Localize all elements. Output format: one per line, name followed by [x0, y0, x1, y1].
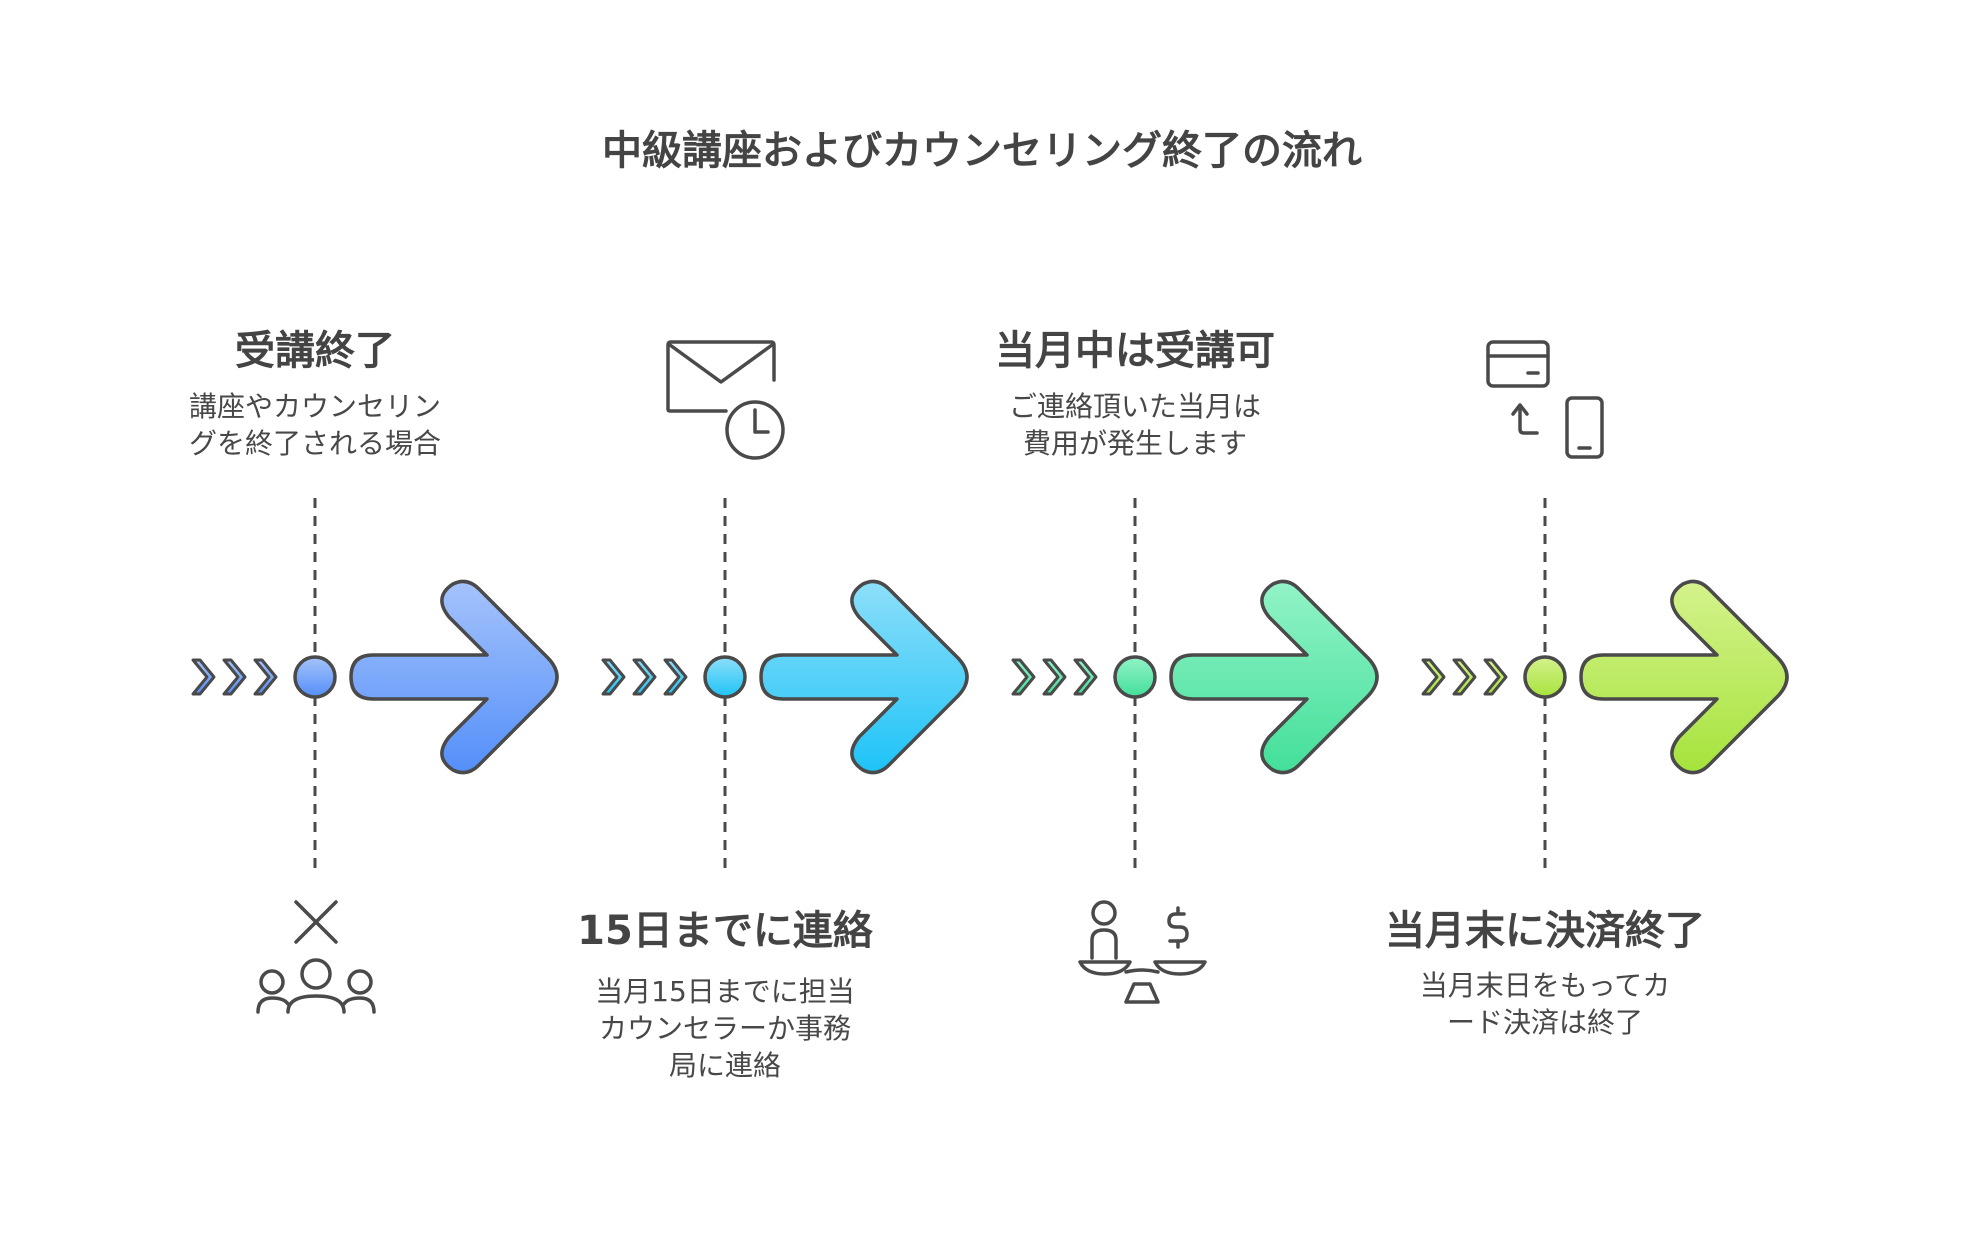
step-4-description: 当月末日をもってカ ード決済は終了: [1345, 967, 1745, 1041]
step-1-chevron-1: [191, 658, 216, 696]
step-2-desc-line-1: 当月15日までに担当: [595, 975, 855, 1008]
step-4-node: [1523, 655, 1567, 699]
step-3-chevron-2: [1042, 658, 1067, 696]
step-3-description: ご連絡頂いた当月は 費用が発生します: [935, 388, 1335, 462]
step-2-node: [703, 655, 747, 699]
step-3-desc-line-1: ご連絡頂いた当月は: [1008, 390, 1261, 423]
step-4-chevron-3: [1483, 658, 1508, 696]
step-3-chevron-1: [1011, 658, 1036, 696]
step-2-title: 15日までに連絡: [577, 908, 873, 954]
step-2-desc-line-2: カウンセラーか事務: [598, 1012, 851, 1045]
step-4-arrow: [1579, 579, 1789, 775]
step-1-desc-line-1: 講座やカウンセリン: [188, 390, 441, 423]
step-3-chevron-3: [1073, 658, 1098, 696]
people-cancel-icon: [256, 900, 376, 1014]
step-2-chevron-2: [632, 658, 657, 696]
step-2-chevron-3: [663, 658, 688, 696]
step-1-description: 講座やカウンセリン グを終了される場合: [115, 388, 515, 462]
step-3-desc-line-2: 費用が発生します: [1022, 427, 1247, 460]
step-4-title: 当月末に決済終了: [1385, 908, 1705, 954]
step-1-chevron-2: [222, 658, 247, 696]
step-4-chevron-2: [1452, 658, 1477, 696]
step-1-node: [293, 655, 337, 699]
step-1-chevron-3: [253, 658, 278, 696]
step-2-arrow: [759, 579, 969, 775]
step-1-title: 受講終了: [235, 328, 395, 374]
step-3-title: 当月中は受講可: [995, 328, 1275, 374]
person-money-scale-icon: [1078, 900, 1207, 1004]
step-4-desc-line-2: ード決済は終了: [1446, 1006, 1643, 1039]
step-2-desc-line-3: 局に連絡: [668, 1049, 781, 1082]
step-4-desc-line-1: 当月末日をもってカ: [1419, 969, 1671, 1002]
step-2-chevron-1: [601, 658, 626, 696]
mail-clock-icon: [666, 340, 785, 460]
step-4-chevron-1: [1421, 658, 1446, 696]
step-1-arrow: [349, 579, 559, 775]
step-3-node: [1113, 655, 1157, 699]
card-phone-icon: [1486, 340, 1604, 459]
step-2-description: 当月15日までに担当 カウンセラーか事務 局に連絡: [525, 973, 925, 1084]
step-3-arrow: [1169, 579, 1379, 775]
diagram-title: 中級講座およびカウンセリング終了の流れ: [602, 128, 1362, 174]
step-1-desc-line-2: グを終了される場合: [188, 427, 441, 460]
